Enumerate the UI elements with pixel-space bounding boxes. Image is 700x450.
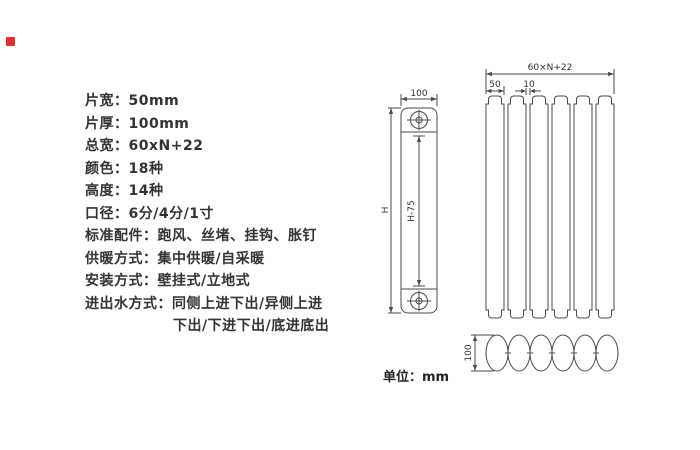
spec-value: 集中供暖/自采暖 bbox=[157, 250, 265, 267]
spec-label: 口径： bbox=[85, 205, 129, 222]
spec-label: 总宽： bbox=[85, 138, 129, 154]
dim-label-total-width: 60×N+22 bbox=[528, 63, 573, 73]
front-view-dim-gap: 10 bbox=[515, 80, 541, 95]
front-view-dim-slat-width: 50 bbox=[486, 80, 505, 95]
side-view-dim-total-height: H bbox=[381, 107, 401, 314]
spec-row: 标准配件：跑风、丝堵、挂钩、胀钉 bbox=[85, 225, 329, 248]
unit-label: 单位：mm bbox=[383, 370, 450, 385]
spec-value: 下出/下进下出/底进底出 bbox=[173, 318, 330, 334]
spec-row: 片厚：100mm bbox=[85, 113, 329, 136]
spec-label: 安装方式： bbox=[85, 273, 158, 289]
spec-label: 颜色： bbox=[85, 160, 129, 177]
side-view-drawing: 100 H H-75 bbox=[381, 89, 438, 314]
side-view-body bbox=[400, 107, 438, 314]
dim-label-depth: 100 bbox=[464, 344, 474, 361]
spec-row: 片宽：50mm bbox=[85, 90, 329, 113]
dim-label-inner-height: H-75 bbox=[407, 200, 417, 221]
spec-row: 进出水方式：同侧上进下出/异侧上进 bbox=[85, 293, 329, 316]
spec-row: 总宽：60xN+22 bbox=[85, 135, 329, 158]
spec-row: 高度：14种 bbox=[85, 180, 329, 203]
spec-value: 同侧上进下出/异侧上进 bbox=[172, 295, 323, 312]
spec-value: 50mm bbox=[128, 93, 180, 109]
spec-value: 14种 bbox=[128, 183, 164, 199]
dim-label-side-width: 100 bbox=[410, 89, 427, 99]
spec-value: 60xN+22 bbox=[128, 138, 204, 154]
spec-value: 壁挂式/立地式 bbox=[157, 273, 251, 289]
spec-value: 18种 bbox=[128, 160, 164, 177]
top-view-dim-depth: 100 bbox=[464, 334, 494, 372]
front-view-dim-total-width: 60×N+22 bbox=[485, 63, 615, 94]
dim-label-slat-width: 50 bbox=[489, 80, 501, 90]
spec-label: 标准配件： bbox=[85, 228, 158, 244]
dim-label-total-height: H bbox=[381, 207, 391, 214]
dim-label-gap: 10 bbox=[523, 80, 535, 90]
spec-value: 100mm bbox=[128, 115, 190, 132]
spec-label: 进出水方式： bbox=[85, 295, 172, 312]
side-view-dim-width: 100 bbox=[400, 89, 438, 106]
front-view-slats bbox=[485, 95, 615, 319]
spec-row: 供暖方式：集中供暖/自采暖 bbox=[85, 248, 329, 271]
spec-label: 供暖方式： bbox=[85, 250, 158, 267]
red-mark bbox=[6, 37, 15, 46]
top-view-ovals bbox=[485, 334, 619, 372]
spec-value: 6分/4分/1寸 bbox=[128, 205, 214, 222]
spec-row: 颜色：18种 bbox=[85, 158, 329, 181]
top-view-drawing: 100 bbox=[464, 334, 619, 372]
side-view-dim-inner-height: H-75 bbox=[407, 135, 425, 287]
spec-label: 片厚： bbox=[85, 115, 129, 132]
spec-row: 安装方式：壁挂式/立地式 bbox=[85, 270, 329, 293]
spec-row-continuation: 下出/下进下出/底进底出 bbox=[85, 315, 329, 338]
front-view-drawing: 60×N+22 50 10 bbox=[485, 63, 615, 319]
spec-row: 口径：6分/4分/1寸 bbox=[85, 203, 329, 226]
spec-label: 高度： bbox=[85, 183, 129, 199]
spec-label: 片宽： bbox=[85, 93, 129, 109]
spec-list: 片宽：50mm 片厚：100mm 总宽：60xN+22 颜色：18种 高度：14… bbox=[85, 90, 329, 338]
spec-value: 跑风、丝堵、挂钩、胀钉 bbox=[157, 228, 317, 244]
